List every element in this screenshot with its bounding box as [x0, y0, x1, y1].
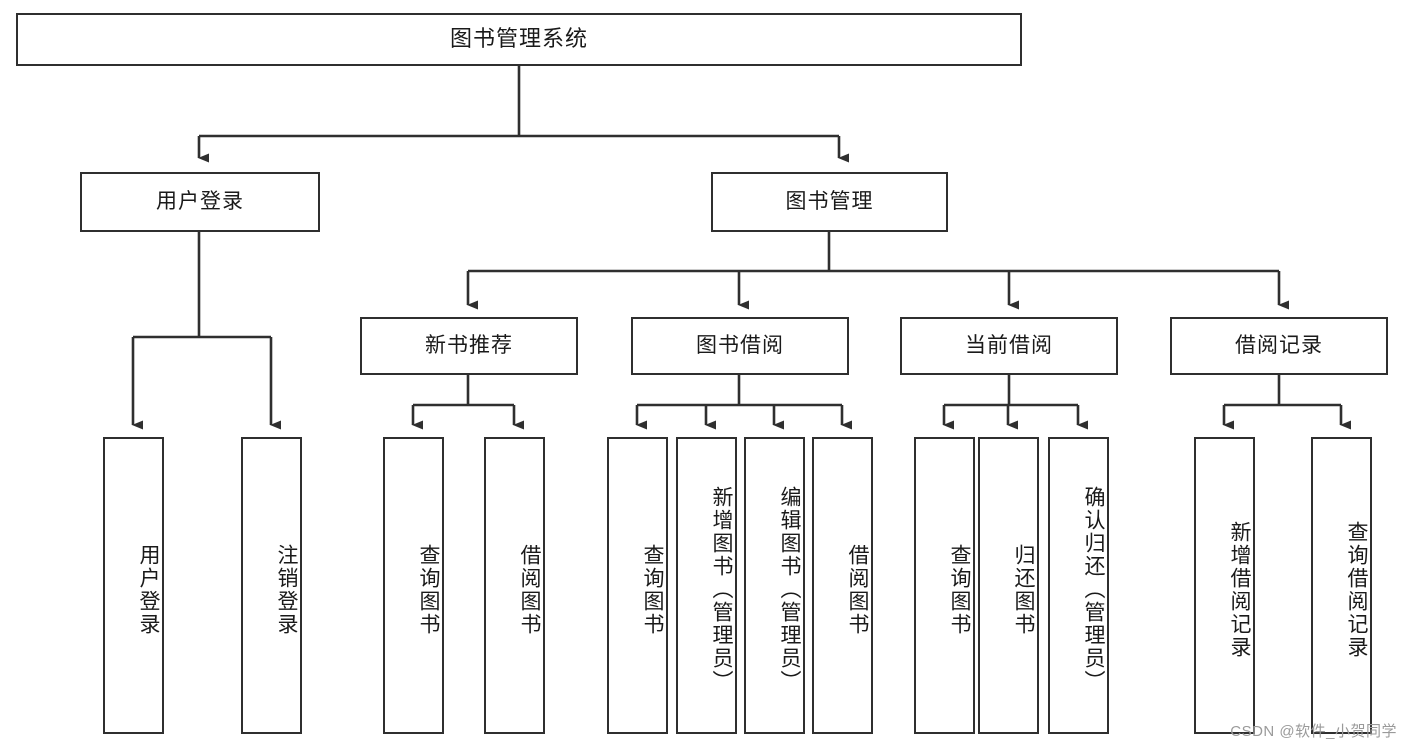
- node-user-login[interactable]: 用户登录: [80, 172, 320, 232]
- node-leaf-user-login[interactable]: 用户登录: [103, 437, 164, 734]
- node-borrow-record[interactable]: 借阅记录: [1170, 317, 1388, 375]
- node-book-borrow[interactable]: 图书借阅: [631, 317, 849, 375]
- node-label: 编辑图书（管理员）: [778, 486, 801, 693]
- node-label: 用户登录: [156, 190, 244, 214]
- node-leaf-add-borrow-record[interactable]: 新增借阅记录: [1194, 437, 1255, 734]
- node-label: 查询图书: [948, 543, 971, 636]
- node-label: 查询图书: [641, 543, 664, 636]
- csdn-watermark: CSDN @软件_小贺同学: [1230, 723, 1397, 740]
- node-leaf-query-borrow-record[interactable]: 查询借阅记录: [1311, 437, 1372, 734]
- node-leaf-query-book-borrow[interactable]: 查询图书: [607, 437, 668, 734]
- node-label: 图书管理系统: [449, 26, 588, 52]
- node-leaf-logout-login[interactable]: 注销登录: [241, 437, 302, 734]
- node-root-book-management-system[interactable]: 图书管理系统: [16, 13, 1022, 66]
- node-leaf-add-book[interactable]: 新增图书（管理员）: [676, 437, 737, 734]
- node-leaf-query-book-current[interactable]: 查询图书: [914, 437, 975, 734]
- node-label: 注销登录: [275, 543, 298, 636]
- node-label: 借阅图书: [518, 543, 541, 636]
- node-label: 新书推荐: [425, 334, 513, 358]
- node-label: 新增图书（管理员）: [710, 486, 733, 693]
- node-label: 确认归还（管理员）: [1082, 486, 1105, 693]
- node-label: 查询图书: [417, 543, 440, 636]
- node-label: 借阅图书: [846, 543, 869, 636]
- node-book-management[interactable]: 图书管理: [711, 172, 948, 232]
- node-label: 当前借阅: [965, 334, 1053, 358]
- node-label: 新增借阅记录: [1228, 520, 1251, 659]
- node-label: 借阅记录: [1235, 334, 1323, 358]
- node-leaf-query-book-recommend[interactable]: 查询图书: [383, 437, 444, 734]
- node-leaf-return-book[interactable]: 归还图书: [978, 437, 1039, 734]
- node-label: 查询借阅记录: [1345, 520, 1368, 659]
- node-leaf-borrow-book-recommend[interactable]: 借阅图书: [484, 437, 545, 734]
- node-label: 归还图书: [1012, 543, 1035, 636]
- node-label: 用户登录: [137, 543, 160, 636]
- node-leaf-edit-book[interactable]: 编辑图书（管理员）: [744, 437, 805, 734]
- node-leaf-borrow-book[interactable]: 借阅图书: [812, 437, 873, 734]
- node-leaf-confirm-return[interactable]: 确认归还（管理员）: [1048, 437, 1109, 734]
- node-new-book-recommend[interactable]: 新书推荐: [360, 317, 578, 375]
- node-current-borrow[interactable]: 当前借阅: [900, 317, 1118, 375]
- node-label: 图书借阅: [696, 334, 784, 358]
- node-label: 图书管理: [785, 190, 874, 214]
